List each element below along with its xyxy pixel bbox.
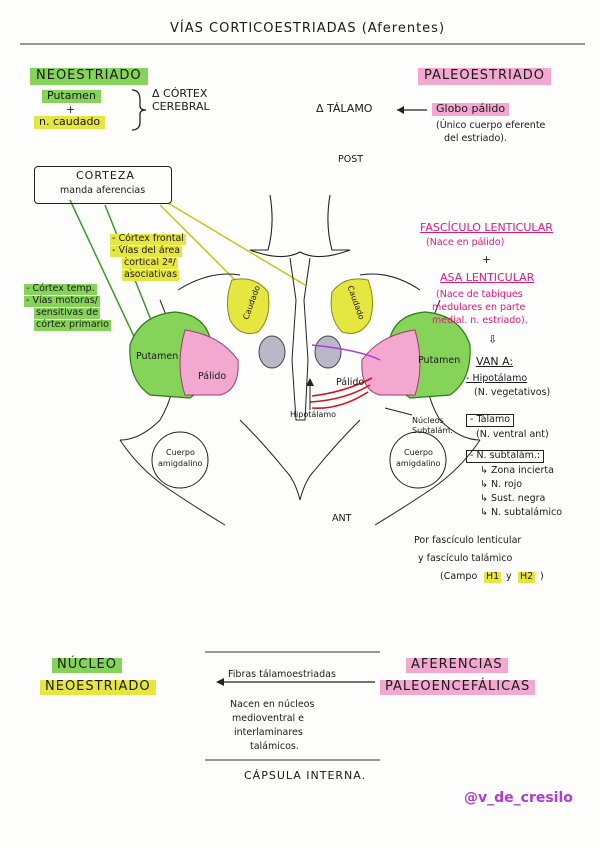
ant-label: ANT <box>332 513 352 524</box>
nucleo-label-2: NEOESTRIADO <box>40 679 156 695</box>
van-item-7: ↳ N. rojo <box>480 479 523 490</box>
aferencias-label-1: AFERENCIAS <box>406 657 508 673</box>
nacen-1: Nacen en núcleos <box>230 699 315 710</box>
fasciculo-plus: + <box>482 253 492 266</box>
corteza-title: CORTEZA <box>76 169 135 182</box>
putamen-label: Putamen <box>42 89 101 103</box>
nacen-2: medioventral e <box>232 713 305 724</box>
asa-title: ASA LENTICULAR <box>440 271 535 284</box>
capsula-label: CÁPSULA INTERNA. <box>244 769 367 782</box>
caudado-label: n. caudado <box>34 115 106 129</box>
nucleo-label-1: NÚCLEO <box>52 657 123 673</box>
fasciculo-title: FASCÍCULO LENTICULAR <box>420 221 553 234</box>
globo-note-1: (Único cuerpo eferente <box>436 120 546 131</box>
corteza-box <box>34 166 172 204</box>
amigdala-left-1: Cuerpo <box>166 448 195 457</box>
cortex-frontal-1: - Córtex frontal <box>110 233 186 245</box>
putamen-left-label: Putamen <box>136 351 179 362</box>
subtalam-label: Subtalám. <box>412 426 453 435</box>
van-item-1: - Hipotálamo <box>466 373 528 384</box>
van-item-5: - N. subtalám.: <box>466 450 545 463</box>
asa-sub-1: (Nace de tabiques <box>436 289 523 300</box>
van-item-3: - Tálamo <box>466 414 515 427</box>
por-line-2: y fascículo talámico <box>418 553 513 564</box>
amigdala-right-2: amigdalino <box>396 459 441 468</box>
hipotalamo-label: Hipotálamo <box>290 410 337 419</box>
nucleos-label: Núcleos <box>412 416 444 425</box>
cortex-frontal-4: asociativas <box>122 269 180 281</box>
palido-right-label: Pálido <box>336 377 365 388</box>
asa-sub-3: medial. n. estriado). <box>432 315 528 326</box>
paleoestriado-heading: PALEOESTRIADO <box>418 68 551 85</box>
van-item-8: ↳ Sust. negra <box>480 493 546 504</box>
post-label: POST <box>338 154 364 165</box>
van-item-9: ↳ N. subtalámico <box>480 507 563 518</box>
nacen-4: talámicos. <box>250 741 299 752</box>
h1-label: H1 <box>484 571 502 583</box>
por-line-3b: y <box>506 571 512 582</box>
van-a-label: VAN A: <box>476 355 514 368</box>
signature: @v_de_cresilo <box>464 790 573 806</box>
aferencias-label-2: PALEOENCEFÁLICAS <box>380 679 536 695</box>
asa-sub-2: medulares en parte <box>432 302 526 313</box>
globo-palido-label: Globo pálido <box>432 102 510 116</box>
cortex-temp-2: - Vías motoras/ <box>24 295 100 307</box>
fasciculo-sub: (Nace en pálido) <box>426 237 505 248</box>
nacen-3: interlaminares <box>234 727 303 738</box>
cortex-temp-4: córtex primario <box>34 319 111 331</box>
talamo-label: Δ TÁLAMO <box>316 102 373 115</box>
van-item-6: ↳ Zona incierta <box>480 465 554 476</box>
por-line-3c: ) <box>540 571 544 582</box>
cortex-frontal-3: cortical 2ª/ <box>122 257 178 269</box>
fibras-label: Fibras tálamoestriadas <box>228 669 336 680</box>
cortex-temp-3: sensitivas de <box>34 307 101 319</box>
down-arrow: ⇩ <box>488 333 498 346</box>
amigdala-left-2: amigdalino <box>158 459 203 468</box>
page-title: VÍAS CORTICOESTRIADAS (Aferentes) <box>170 21 446 36</box>
palido-left-label: Pálido <box>198 371 227 382</box>
amigdala-right-1: Cuerpo <box>404 448 433 457</box>
por-line-1: Por fascículo lenticular <box>414 535 522 546</box>
cortex-temp-1: - Córtex temp. <box>24 283 97 295</box>
neoestriado-heading: NEOESTRIADO <box>30 68 148 85</box>
h2-label: H2 <box>518 571 536 583</box>
cortex-cerebral-label: Δ CÓRTEX CEREBRAL <box>152 87 210 113</box>
corteza-subtitle: manda aferencias <box>60 185 146 196</box>
cortex-frontal-2: - Vías del área <box>110 245 183 257</box>
van-item-4: (N. ventral ant) <box>476 429 549 440</box>
van-item-2: (N. vegetativos) <box>474 387 551 398</box>
putamen-right-label: Putamen <box>418 355 461 366</box>
plus-sign: + <box>66 103 76 116</box>
por-line-3a: (Campo <box>440 571 478 582</box>
globo-note-2: del estriado). <box>444 133 507 144</box>
